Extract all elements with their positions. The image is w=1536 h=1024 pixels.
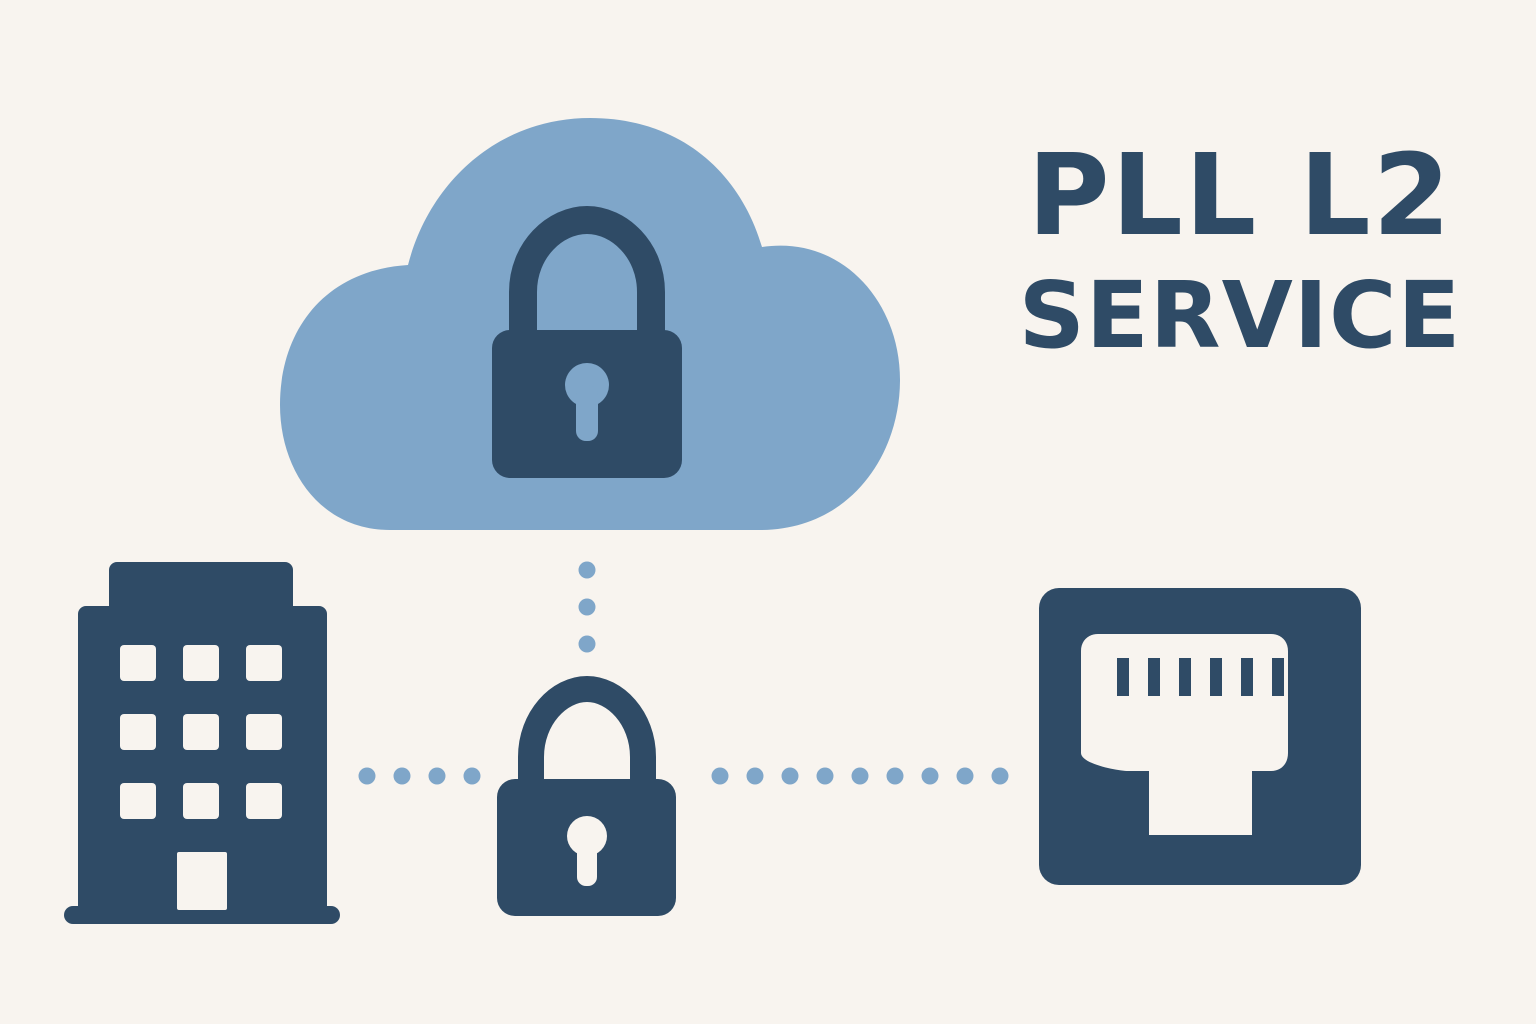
right-dot (711, 767, 729, 785)
ethernet-pin (1272, 658, 1284, 696)
ethernet-jack-opening (1081, 634, 1288, 835)
ethernet-pin (1241, 658, 1253, 696)
left-dot (358, 767, 376, 785)
building-window (183, 645, 219, 681)
left-dotted-connector (358, 767, 481, 785)
title-line-2: SERVICE (1018, 262, 1462, 369)
right-dot (851, 767, 869, 785)
building-base (64, 906, 340, 924)
left-dot (463, 767, 481, 785)
title-line-1: PLL L2 (1027, 131, 1453, 261)
building-body (78, 606, 327, 915)
cloud-lock-icon (492, 205, 682, 478)
building-window (246, 645, 282, 681)
vertical-dot (578, 561, 596, 579)
building-window (183, 783, 219, 819)
ethernet-pin (1117, 658, 1129, 696)
building-window (120, 783, 156, 819)
building-window (120, 714, 156, 750)
cloud-lock-shackle (509, 205, 665, 346)
center-lock-icon (497, 675, 676, 916)
left-dot (428, 767, 446, 785)
title-block: PLL L2 SERVICE (1000, 140, 1480, 362)
left-dot (393, 767, 411, 785)
vertical-dot (578, 635, 596, 653)
ethernet-pin (1210, 658, 1222, 696)
building-window (246, 783, 282, 819)
center-lock-shackle (518, 675, 656, 805)
vertical-dot (578, 598, 596, 616)
building-door (177, 852, 227, 910)
vertical-dotted-connector (578, 561, 596, 653)
right-dot (746, 767, 764, 785)
right-dot (886, 767, 904, 785)
right-dot (921, 767, 939, 785)
building-icon (64, 562, 340, 924)
center-lock-keyhole-stem (577, 836, 597, 886)
cloud-shape (280, 118, 900, 530)
right-dot (781, 767, 799, 785)
cloud-icon (280, 118, 900, 530)
cloud-lock-keyhole-stem (576, 385, 598, 441)
right-dot (956, 767, 974, 785)
right-dot (816, 767, 834, 785)
building-window (246, 714, 282, 750)
ethernet-pin (1148, 658, 1160, 696)
right-dot (991, 767, 1009, 785)
ethernet-port-icon (1039, 588, 1361, 885)
building-window (183, 714, 219, 750)
right-dotted-connector (711, 767, 1009, 785)
building-window (120, 645, 156, 681)
ethernet-pin (1179, 658, 1191, 696)
